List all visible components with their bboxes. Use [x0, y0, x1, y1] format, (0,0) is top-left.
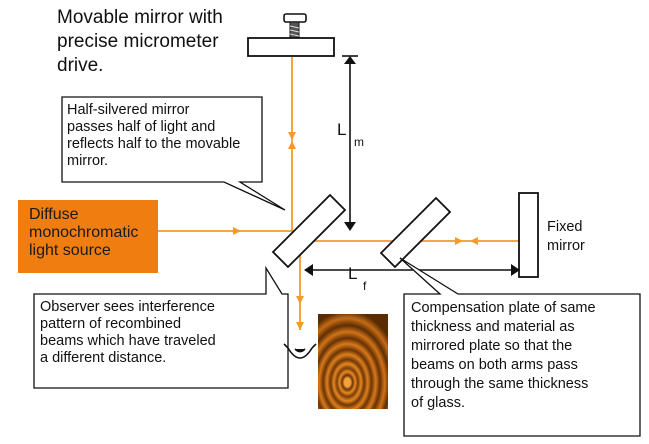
- micrometer-knob: [283, 13, 307, 23]
- compensation-plate: [379, 196, 452, 269]
- label-fixed-mirror: Fixed mirror: [547, 219, 585, 254]
- arrow-down-observer-2: [296, 322, 304, 330]
- callout-compensation: [399, 257, 641, 437]
- callout-observer: [33, 265, 289, 389]
- arrow-up-upper: [288, 141, 296, 149]
- light-source-box: [18, 200, 158, 273]
- arrow-down-upper: [288, 132, 296, 140]
- label-lf-subscript: f: [363, 279, 367, 293]
- screw-threads: [289, 25, 300, 37]
- label-compensation-plate: Compensation plate of same thickness and…: [411, 300, 596, 411]
- fixed-mirror-plate: [518, 192, 539, 278]
- label-half-silvered-mirror: Half-silvered mirror passes half of ligh…: [67, 102, 241, 169]
- dimension-lm: [342, 55, 358, 231]
- arrow-right-fixed: [455, 237, 463, 245]
- arrow-down-observer: [296, 296, 304, 304]
- label-observer: Observer sees interference pattern of re…: [40, 299, 216, 366]
- label-lf: L: [348, 264, 358, 283]
- eye-icon: [283, 343, 317, 359]
- interference-pattern-image: [318, 314, 388, 409]
- callout-half-silvered: [61, 96, 286, 211]
- label-lm-subscript: m: [354, 135, 364, 149]
- beam-arrows: [233, 132, 478, 330]
- arrow-right-source: [233, 227, 241, 235]
- label-light-source: Diffuse monochromatic light source: [29, 206, 139, 259]
- movable-mirror-plate: [247, 37, 335, 57]
- half-silvered-mirror: [271, 193, 347, 269]
- arrow-left-fixed: [470, 237, 478, 245]
- movable-mirror: [247, 13, 335, 57]
- label-movable-mirror: Movable mirror with precise micrometer d…: [57, 7, 223, 76]
- label-lm: L: [337, 120, 347, 139]
- dimension-lf: [304, 264, 520, 276]
